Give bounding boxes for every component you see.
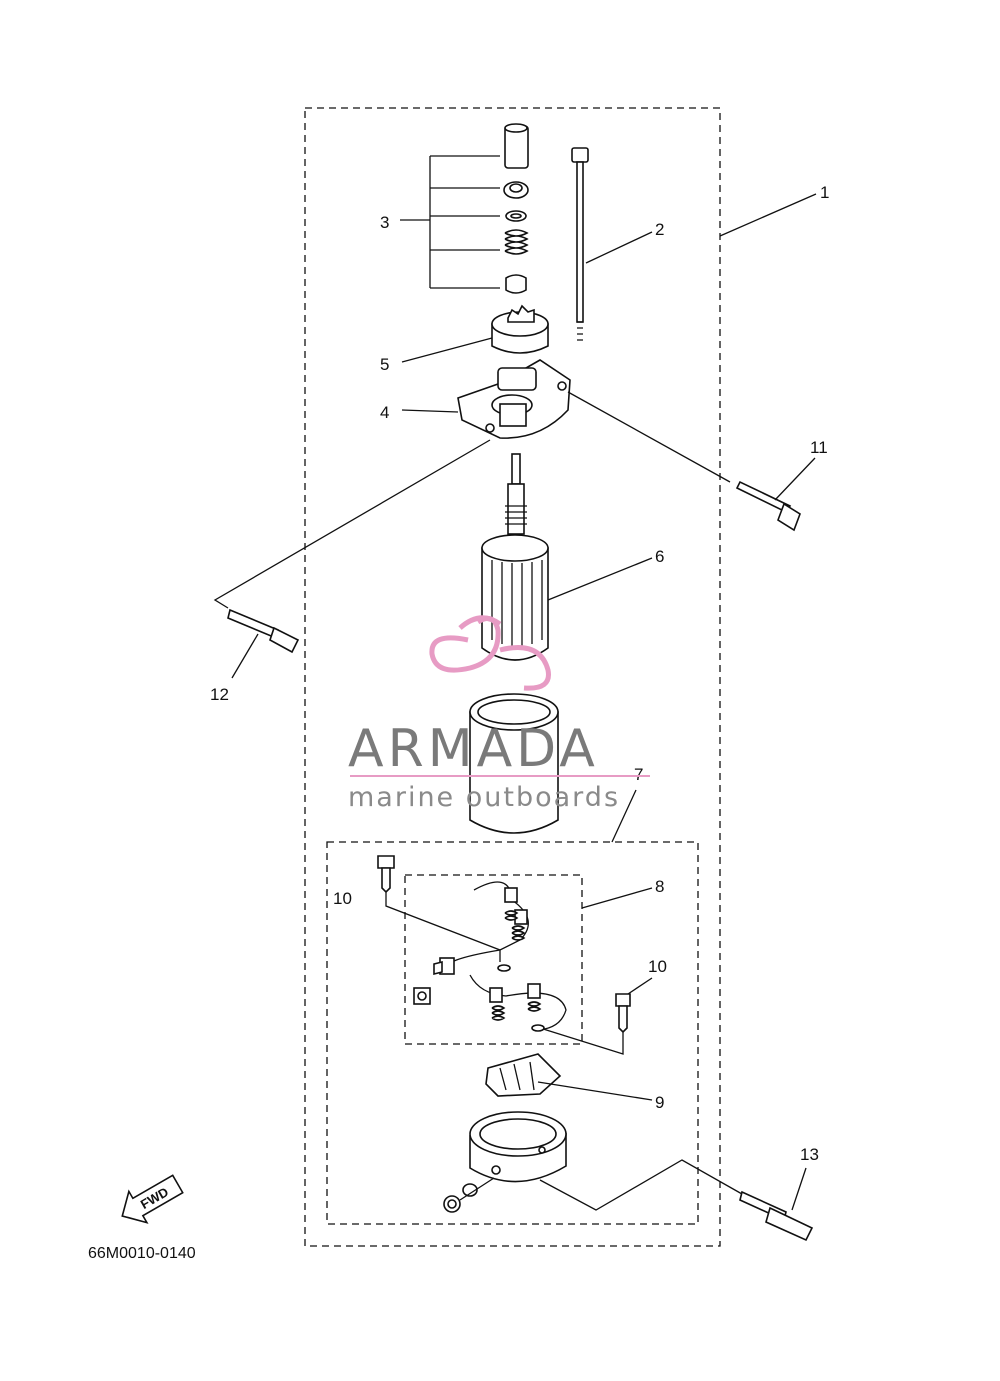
part-2-through-bolt: [571, 147, 653, 341]
callout-5: 5: [380, 355, 389, 374]
callout-9: 9: [655, 1093, 664, 1112]
leader-1: [719, 193, 817, 237]
part-9-brush-plate: [485, 1053, 653, 1101]
part-4-bracket: [401, 359, 571, 439]
part-8-brushes: [413, 881, 653, 1032]
leader-7: [611, 789, 637, 843]
callout-8: 8: [655, 877, 664, 896]
callout-7: 7: [634, 765, 643, 784]
assembly-1-boundary: [304, 107, 721, 1247]
callout-13: 13: [800, 1145, 819, 1164]
callout-6: 6: [655, 547, 664, 566]
callout-4: 4: [380, 403, 389, 422]
part-5-pinion: [401, 304, 549, 363]
armada-logo-icon: [429, 615, 551, 691]
part-12-bolt: [213, 439, 491, 679]
yoke-housing: [469, 693, 559, 834]
fwd-arrow-icon: FWD: [121, 1174, 184, 1224]
part-3-group: [400, 123, 529, 294]
drawing-code: 66M0010-0140: [88, 1245, 196, 1262]
callout-3: 3: [380, 213, 389, 232]
callout-11: 11: [810, 438, 828, 457]
watermark-tagline: marine outboards: [348, 782, 620, 813]
part-10-screws: [377, 855, 653, 1055]
part-13-bolt: [539, 1159, 814, 1242]
callout-12: 12: [210, 685, 229, 704]
watermark-brand: ARMADA: [348, 719, 599, 779]
part-6-armature: [481, 453, 653, 661]
assembly-7-boundary: [326, 841, 699, 1225]
callout-10-right: 10: [648, 957, 667, 976]
callout-10-left: 10: [333, 889, 352, 908]
armada-watermark: ARMADA marine outboards: [348, 615, 650, 813]
assembly-8-boundary: [404, 874, 583, 1045]
part-11-bolt: [567, 391, 816, 532]
rear-cover: [443, 1111, 567, 1213]
callout-1: 1: [820, 183, 829, 202]
callout-2: 2: [655, 220, 664, 239]
